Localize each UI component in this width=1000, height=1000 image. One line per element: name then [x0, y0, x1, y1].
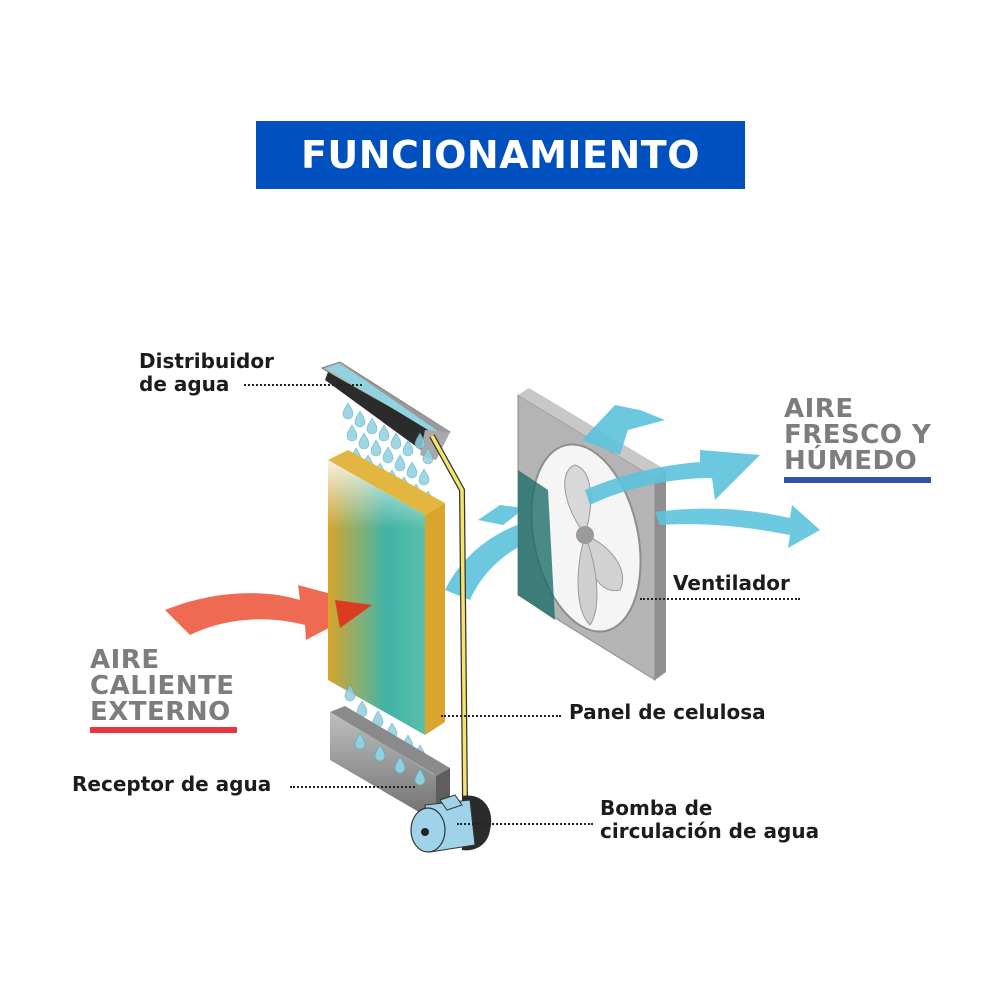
- page-title: FUNCIONAMIENTO: [300, 133, 701, 177]
- cool-air-arrows-out: [582, 405, 820, 548]
- title-banner: FUNCIONAMIENTO: [256, 121, 745, 189]
- water-distributor-line-2: de agua: [139, 372, 230, 396]
- water-distributor-callout: Distribuidor de agua: [139, 350, 274, 396]
- tray-icon: [330, 706, 450, 822]
- fan-callout: Ventilador: [673, 571, 790, 595]
- pump-line-1: Bomba de: [600, 796, 713, 820]
- water-distributor-line-1: Distribuidor: [139, 349, 274, 373]
- hot-air-line-3: EXTERNO: [90, 697, 231, 727]
- trough-icon: [320, 361, 451, 460]
- hot-air-line-1: AIRE: [90, 645, 160, 675]
- cool-air-label: AIRE FRESCO Y HÚMEDO: [784, 396, 931, 474]
- pad-icon: [328, 450, 445, 735]
- water-distributor-leader: [244, 384, 362, 386]
- cellulose-panel-callout: Panel de celulosa: [569, 700, 766, 724]
- water-receiver-callout: Receptor de agua: [72, 772, 272, 796]
- pipe-icon: [429, 434, 468, 801]
- hot-air-label: AIRE CALIENTE EXTERNO: [90, 647, 234, 725]
- pump-line-2: circulación de agua: [600, 819, 820, 843]
- pump-callout: Bomba de circulación de agua: [600, 797, 819, 843]
- cool-air-line-3: HÚMEDO: [784, 446, 918, 476]
- cellulose-panel-leader: [441, 715, 561, 717]
- cool-air-line-2: FRESCO Y: [784, 420, 932, 450]
- pump-leader: [457, 823, 593, 825]
- pump-icon: [410, 794, 492, 853]
- hot-air-arrow: [165, 585, 372, 640]
- fan-leader: [640, 598, 800, 600]
- cool-air-line-1: AIRE: [784, 394, 854, 424]
- water-receiver-leader: [290, 786, 415, 788]
- cool-air-underline: [784, 477, 931, 483]
- hot-air-line-2: CALIENTE: [90, 671, 235, 701]
- hot-air-underline: [90, 727, 237, 733]
